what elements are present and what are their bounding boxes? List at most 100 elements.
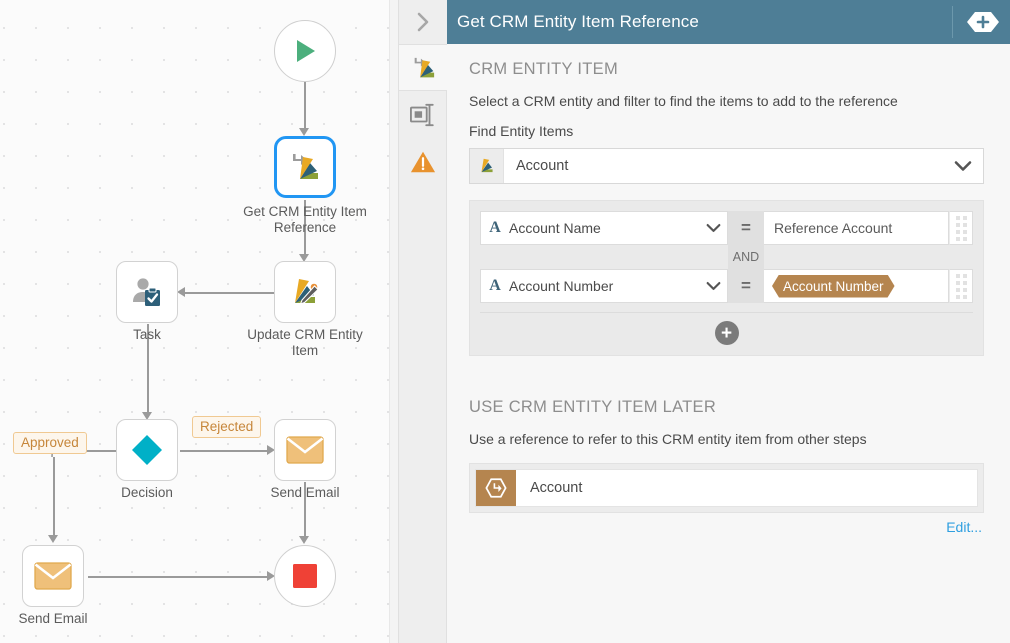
add-step-button[interactable] — [966, 11, 1000, 33]
entity-select[interactable]: Account — [469, 148, 984, 184]
node-label: Decision — [121, 485, 173, 500]
reference-field[interactable]: Account — [475, 469, 978, 507]
filter-field-select[interactable]: A Account Number — [480, 269, 728, 303]
edge-label-approved: Approved — [13, 432, 87, 454]
conjunction-spacer — [480, 245, 728, 269]
update-crm-node-shape[interactable] — [274, 261, 336, 323]
tab-warnings[interactable] — [399, 138, 447, 185]
envelope-icon — [34, 562, 72, 590]
canvas-scrollbar[interactable] — [389, 0, 398, 643]
filter-operator[interactable]: = — [728, 211, 764, 245]
filter-value-input[interactable]: Account Number — [764, 269, 949, 303]
stop-icon — [293, 564, 317, 588]
task-node-shape[interactable] — [116, 261, 178, 323]
node-get-crm-entity-item-reference[interactable]: Get CRM Entity Item Reference — [243, 136, 367, 235]
chevron-down-icon — [954, 161, 972, 171]
reference-icon-cell — [476, 470, 516, 506]
page-title: Get CRM Entity Item Reference — [457, 12, 699, 31]
filter-card-separator — [480, 312, 973, 313]
entity-select-value: Account — [516, 158, 569, 174]
filter-row: A Account Number = Account Number — [480, 269, 973, 303]
text-field-type-icon: A — [489, 277, 501, 294]
chevron-down-icon — [706, 224, 720, 232]
edge-getcrm-to-updatecrm — [304, 200, 306, 258]
edge-start-to-getcrm — [304, 82, 306, 132]
filter-field-name: Account Number — [509, 278, 614, 294]
workflow-canvas[interactable]: Get CRM Entity Item Reference Update CRM… — [0, 0, 399, 643]
reference-box: Account — [469, 463, 984, 513]
node-label: Get CRM Entity Item Reference — [243, 204, 367, 235]
crm-entity-update-icon — [295, 279, 319, 305]
node-send-email-rejected[interactable]: Send Email — [270, 419, 340, 500]
node-send-email-approved[interactable]: Send Email — [18, 545, 88, 626]
filter-conjunction[interactable]: AND — [728, 245, 764, 269]
edge-decision-to-email2-v — [53, 457, 55, 539]
node-start[interactable] — [274, 20, 336, 82]
crm-entity-reference-icon — [293, 154, 318, 179]
edge-arrow — [142, 412, 152, 420]
edge-email2-to-end — [88, 576, 272, 578]
filter-field-select[interactable]: A Account Name — [480, 211, 728, 245]
node-label: Send Email — [18, 611, 88, 626]
node-label: Task — [133, 327, 161, 342]
plus-hexagon-icon — [967, 12, 999, 32]
edge-arrow — [267, 445, 275, 455]
entity-icon-cell — [470, 149, 504, 183]
edge-arrow — [48, 535, 58, 543]
filter-drag-handle[interactable] — [949, 269, 973, 303]
end-node-shape[interactable] — [274, 545, 336, 607]
section-description: Select a CRM entity and filter to find t… — [469, 93, 898, 109]
edge-label-rejected: Rejected — [192, 416, 262, 438]
reference-name: Account — [530, 480, 583, 496]
properties-panel: Get CRM Entity Item Reference — [399, 0, 1010, 643]
filter-drag-handle[interactable] — [949, 211, 973, 245]
chevron-down-icon — [706, 282, 720, 290]
text-field-type-icon: A — [489, 219, 501, 236]
edit-reference-link[interactable]: Edit... — [946, 519, 982, 535]
node-decision[interactable]: Decision — [116, 419, 178, 500]
reference-hex-icon — [485, 478, 507, 498]
edge-arrow — [299, 536, 309, 544]
node-end[interactable] — [274, 545, 336, 607]
node-label: Send Email — [270, 485, 340, 500]
value-token-chip[interactable]: Account Number — [772, 275, 895, 298]
tab-properties[interactable] — [399, 91, 447, 138]
node-update-crm-entity-item[interactable]: Update CRM Entity Item — [247, 261, 363, 358]
edge-email1-to-end — [304, 482, 306, 540]
edge-task-to-decision — [147, 324, 149, 416]
edge-arrow — [299, 254, 309, 262]
envelope-icon — [286, 436, 324, 464]
crm-entity-reference-icon — [414, 57, 434, 77]
add-filter-button[interactable]: + — [714, 321, 739, 345]
filter-value-input[interactable]: Reference Account — [764, 211, 949, 245]
filter-field-caret[interactable] — [699, 223, 727, 233]
edge-decision-to-email1 — [180, 450, 272, 452]
edge-arrow — [299, 128, 309, 136]
drag-dots-icon — [955, 273, 967, 299]
entity-select-caret[interactable] — [943, 149, 983, 183]
get-crm-node-shape[interactable] — [274, 136, 336, 198]
panel-tab-rail — [399, 44, 448, 643]
rename-properties-icon — [410, 103, 434, 126]
tab-crm-entity[interactable] — [399, 44, 448, 91]
filter-field-name: Account Name — [509, 220, 601, 236]
header-divider — [952, 6, 953, 38]
start-node-shape[interactable] — [274, 20, 336, 82]
edge-arrow — [267, 571, 275, 581]
edge-arrow — [177, 287, 185, 297]
send-email-node-shape[interactable] — [22, 545, 84, 607]
section-description-use-later: Use a reference to refer to this CRM ent… — [469, 431, 867, 447]
decision-diamond-icon — [132, 435, 162, 465]
panel-collapse-button[interactable] — [399, 0, 447, 44]
section-title-use-later: USE CRM ENTITY ITEM LATER — [469, 398, 717, 416]
find-entity-items-label: Find Entity Items — [469, 123, 574, 139]
crm-fan-icon — [480, 158, 493, 173]
filter-operator[interactable]: = — [728, 269, 764, 303]
filter-field-caret[interactable] — [699, 281, 727, 291]
node-task[interactable]: Task — [116, 261, 178, 342]
decision-node-shape[interactable] — [116, 419, 178, 481]
task-icon — [133, 278, 160, 306]
send-email-node-shape[interactable] — [274, 419, 336, 481]
panel-body: CRM ENTITY ITEM Select a CRM entity and … — [447, 44, 1010, 643]
